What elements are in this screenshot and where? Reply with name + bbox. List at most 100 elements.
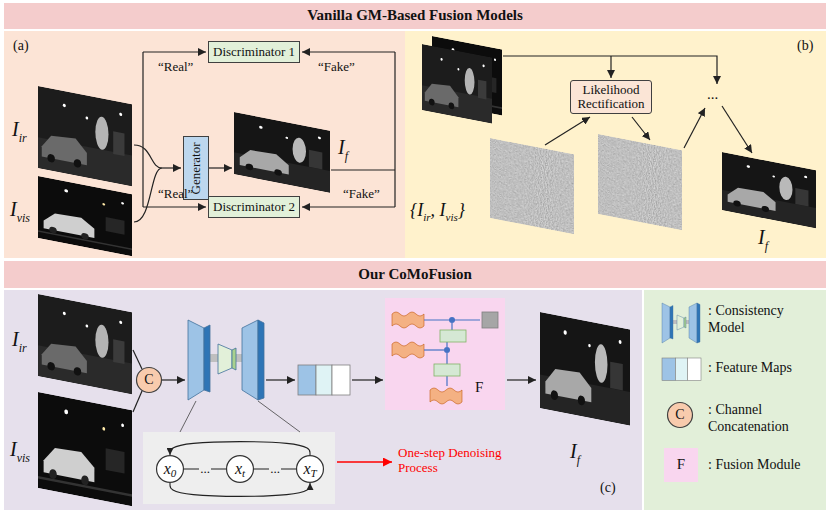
state-circle: xT [296, 455, 324, 483]
flow-line [143, 51, 206, 52]
fusion-module-graphic [424, 349, 444, 350]
subscript: ir [19, 132, 27, 146]
figure-label: I [12, 118, 19, 141]
flow-line [394, 52, 395, 207]
figure-label: } [458, 200, 465, 221]
fusion-module-label: F [677, 456, 685, 473]
figure-label: I [10, 198, 17, 221]
noise-image [598, 134, 682, 230]
feature-maps-icon [298, 365, 350, 395]
state-circle-label: x [164, 460, 171, 478]
flow-line [266, 379, 295, 380]
photo-infrared [38, 294, 132, 394]
legend-sample [662, 303, 700, 343]
legend-entry: : Fusion Module [708, 457, 820, 474]
flow-line [632, 117, 650, 140]
noise-image [490, 138, 574, 234]
flow-line [302, 51, 395, 52]
figure-label: “Real” [158, 60, 193, 75]
panel-fill [405, 31, 826, 258]
fusion-module-graphic [392, 342, 424, 358]
figure-label: ... [707, 86, 718, 103]
flow-line [162, 167, 181, 168]
fusion-module-graphic [444, 347, 450, 353]
state-circle-label: x [303, 460, 310, 478]
consistency-model-icon [188, 320, 264, 400]
flow-line [133, 350, 142, 369]
photo-fused [722, 152, 816, 228]
edge-label-group: ... [199, 462, 211, 477]
fusion-module-graphic [446, 353, 447, 364]
photo-infrared [38, 86, 132, 186]
flow-line [133, 350, 536, 412]
circle-outline [157, 456, 184, 483]
flow-line [545, 117, 590, 145]
photo-fused [722, 152, 816, 228]
panel-fill [4, 290, 642, 510]
figure-label: “Fake” [343, 187, 380, 202]
noise-image [490, 138, 574, 234]
subscript: f [345, 150, 348, 164]
panel-fills [4, 31, 826, 510]
concat-circle-label: C [144, 372, 153, 388]
edge-label: ... [269, 462, 281, 477]
fusion-module-graphic [430, 388, 462, 404]
flow-line [209, 167, 232, 168]
flow-line [142, 52, 143, 207]
edge-label-group: ... [269, 462, 281, 477]
photo-visible [38, 176, 132, 256]
photo-visible [38, 392, 132, 506]
figure-label: I [570, 440, 577, 463]
fusion-module-fill [385, 298, 505, 410]
fusion-module-graphic [392, 312, 498, 404]
subscript: vis [17, 212, 30, 226]
photo-infrared [422, 44, 492, 124]
figure-label: {I [410, 200, 423, 221]
photo-fused [540, 312, 630, 425]
subscript: vis [17, 452, 30, 466]
flow-line [134, 145, 162, 168]
discriminator-box: Discriminator 2 [208, 196, 300, 218]
state-circle-label: 0 [171, 467, 177, 480]
flow-line [133, 391, 142, 412]
fusion-module-graphic [446, 376, 447, 386]
discriminator-box-label: Discriminator 2 [213, 200, 295, 215]
denoising-panel [143, 432, 335, 504]
circle-outline [297, 456, 324, 483]
state-circle-label: x [235, 460, 242, 478]
legend-entry: : Consistency Model [708, 303, 820, 337]
legend-entry: : Channel Concatenation [708, 402, 820, 436]
label-group: One-step Denoising Process [398, 446, 510, 476]
label-group: {Iir, Ivis} [410, 200, 465, 221]
photo-infrared [38, 86, 132, 186]
connector [170, 442, 310, 455]
subscript: f [577, 454, 580, 468]
circle-outline [227, 456, 254, 483]
fusion-module-graphic [449, 317, 455, 323]
flow-line [684, 108, 705, 148]
figure-label: One-step Denoising Process [398, 446, 510, 476]
label-group: If [338, 136, 348, 159]
legend-text: : Channel Concatenation [708, 402, 820, 436]
section-header: Our CoMoFusion [4, 261, 826, 288]
fusion-module-graphic [451, 323, 452, 330]
fusion-module-label: F [475, 379, 483, 396]
flow-line [134, 168, 162, 222]
legend-sample [662, 358, 701, 381]
label-group: “Real” [158, 60, 193, 75]
panel: (b)Likelihood Rectification [405, 31, 826, 258]
fusion-module-graphic [434, 364, 460, 376]
noise-image [598, 134, 682, 230]
discriminator-box-label: Discriminator 1 [213, 45, 295, 60]
flow-line [722, 106, 752, 153]
circle-outline [137, 368, 162, 393]
label-group: “Real” [158, 187, 193, 202]
legend-panel [644, 290, 826, 510]
label-group: Ivis [10, 438, 30, 461]
panel-label: (c) [600, 480, 616, 496]
label-group: “Fake” [343, 187, 380, 202]
